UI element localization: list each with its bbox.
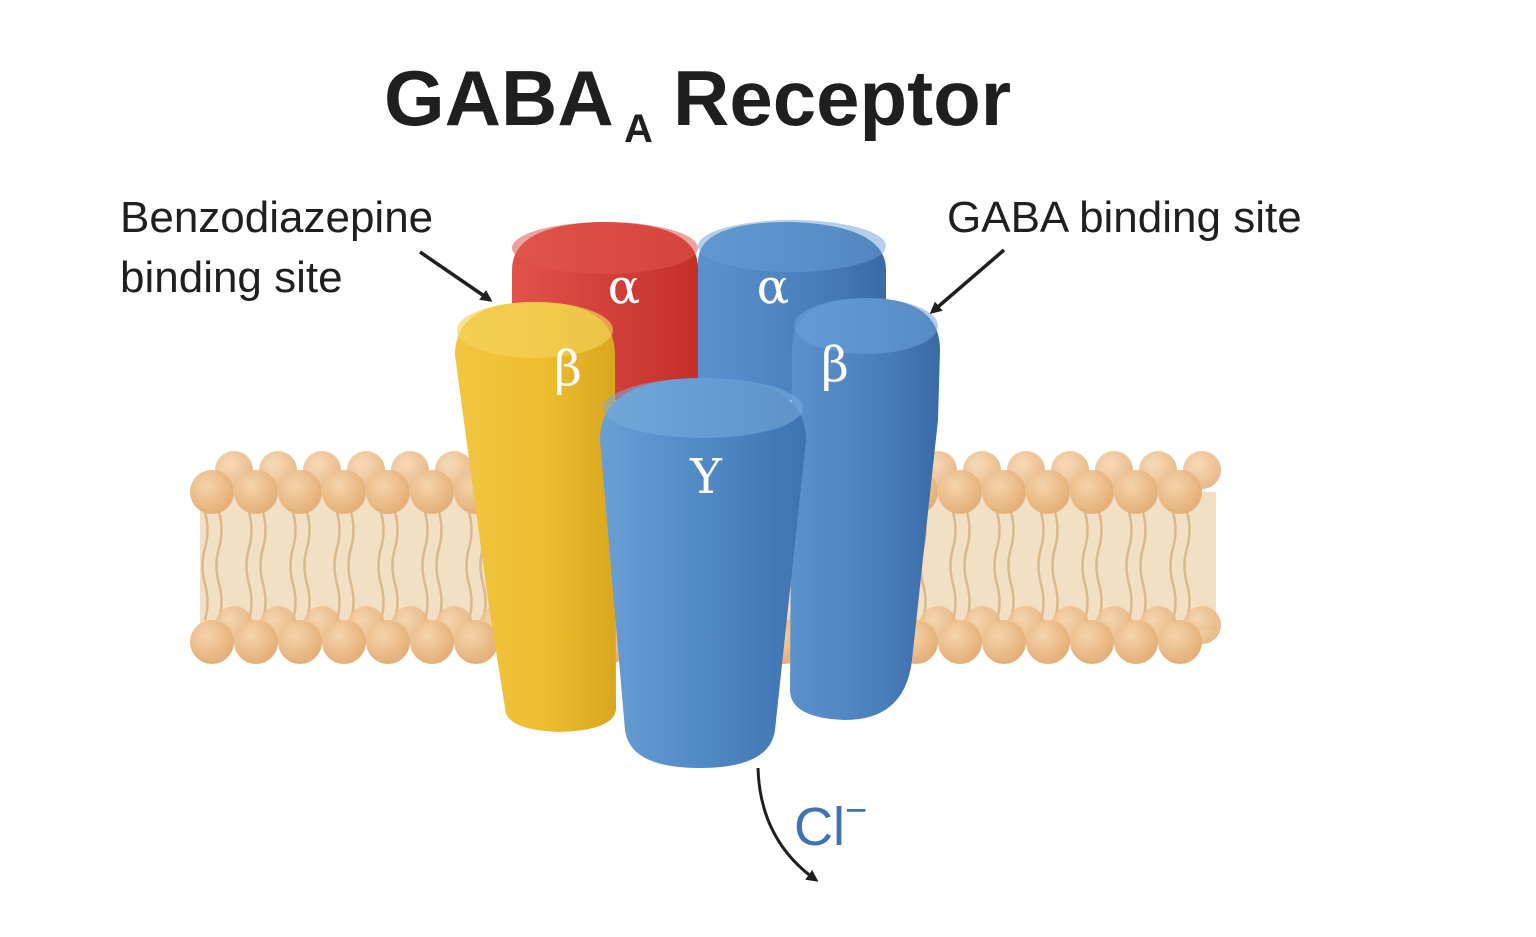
gaba-binding-site-arrow	[929, 248, 1006, 314]
lipid-head	[234, 470, 278, 514]
subunit-gamma	[600, 378, 806, 768]
lipid-tail	[1183, 511, 1191, 621]
lipid-tail	[1125, 511, 1133, 621]
lipid-tail	[1139, 511, 1147, 621]
title-rest: Receptor	[673, 54, 1011, 142]
chloride-symbol: Cl	[794, 797, 845, 857]
chloride-charge: −	[845, 790, 867, 832]
beta-blue-top	[794, 298, 938, 354]
lipid-head	[278, 620, 322, 664]
lipid-head	[1026, 620, 1070, 664]
lipid-tail	[347, 511, 355, 621]
lipid-head	[366, 620, 410, 664]
lipid-tail	[421, 511, 429, 621]
lipid-head	[190, 620, 234, 664]
beta-yellow-symbol: β	[554, 341, 582, 397]
lipid-tail	[993, 511, 1001, 621]
lipid-head	[938, 470, 982, 514]
lipid-tail	[949, 511, 957, 621]
chloride-ion-label: Cl−	[794, 790, 867, 857]
lipid-head	[454, 620, 498, 664]
lipid-head	[1114, 620, 1158, 664]
lipid-tail	[215, 511, 223, 621]
lipid-tail	[333, 511, 341, 621]
lipid-head	[322, 620, 366, 664]
lipid-head	[938, 620, 982, 664]
alpha-red-top	[512, 222, 698, 274]
lipid-tail	[435, 511, 443, 621]
lipid-tail	[1081, 511, 1089, 621]
title-subscript: A	[624, 107, 653, 151]
subunit-beta-yellow	[455, 302, 616, 732]
benzodiazepine-arrow	[419, 250, 493, 302]
lipid-tail	[303, 511, 311, 621]
benzodiazepine-label-line2: binding site	[120, 253, 343, 302]
lipid-head	[1158, 620, 1202, 664]
beta-yellow-top	[457, 302, 613, 358]
alpha-blue-symbol: α	[757, 259, 789, 315]
lipid-tail	[1095, 511, 1103, 621]
gamma-symbol: Y	[689, 449, 723, 505]
gamma-body	[600, 378, 806, 768]
lipid-head	[322, 470, 366, 514]
lipid-head	[410, 470, 454, 514]
subunit-beta-blue	[790, 298, 940, 720]
lipid-tail	[1051, 511, 1059, 621]
alpha-red-symbol: α	[608, 259, 640, 315]
lipid-head	[278, 470, 322, 514]
lipid-head	[1070, 470, 1114, 514]
chloride-flow-arrow	[756, 767, 819, 882]
lipid-tail	[1007, 511, 1015, 621]
lipid-head	[1158, 470, 1202, 514]
lipid-tail	[391, 511, 399, 621]
lipid-head	[982, 620, 1026, 664]
lipid-head	[1026, 470, 1070, 514]
beta-blue-body	[790, 298, 940, 720]
lipid-head	[410, 620, 454, 664]
lipid-tail	[201, 511, 209, 621]
title-main: GABA	[384, 54, 614, 142]
lipid-tail	[259, 511, 267, 621]
lipid-head	[366, 470, 410, 514]
lipid-head	[234, 620, 278, 664]
lipid-tail	[963, 511, 971, 621]
gamma-top	[603, 378, 803, 438]
lipid-tail	[377, 511, 385, 621]
lipid-head	[982, 470, 1026, 514]
lipid-tail	[465, 511, 473, 621]
lipid-head	[1114, 470, 1158, 514]
lipid-tail	[289, 511, 297, 621]
benzodiazepine-label-line1: Benzodiazepine	[120, 193, 433, 242]
lipid-tail	[1037, 511, 1045, 621]
gaba-binding-site-label: GABA binding site	[947, 193, 1302, 242]
lipid-head	[1070, 620, 1114, 664]
lipid-tail	[1169, 511, 1177, 621]
beta-yellow-body	[455, 302, 616, 732]
lipid-tail	[245, 511, 253, 621]
alpha-blue-top	[698, 220, 886, 272]
lipid-head	[190, 470, 234, 514]
diagram-title: GABA A Receptor	[384, 54, 1011, 151]
beta-blue-symbol: β	[821, 337, 849, 393]
